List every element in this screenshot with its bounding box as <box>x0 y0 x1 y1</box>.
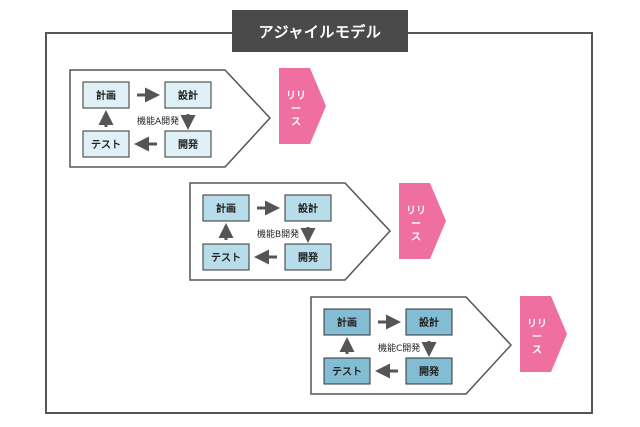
cycle-2-plan-label: 計画 <box>216 202 236 215</box>
cycle-2-design-label: 設計 <box>298 202 318 215</box>
cycle-1-release-line-3: ス <box>291 116 301 128</box>
cycle-2-test-label: テスト <box>211 252 241 264</box>
cycle-1-center-label: 機能A開発 <box>137 115 179 127</box>
cycle-1-plan-label: 計画 <box>96 89 116 102</box>
cycle-3-test-label: テスト <box>332 366 362 378</box>
cycle-1: 計画 設計 テスト 開発 機能A開発 リリ ー ス <box>69 68 326 168</box>
cycle-1-design-box <box>164 81 212 109</box>
cycle-2-test-box <box>202 243 250 271</box>
cycle-1-release-line-2: ー <box>291 104 301 115</box>
cycle-2-develop-box <box>284 243 332 271</box>
cycle-2-release-line-2: ー <box>411 219 421 230</box>
cycle-3-center-label: 機能C開発 <box>378 342 420 354</box>
cycle-2-release-line-3: ス <box>411 231 421 243</box>
cycle-3-plan-label: 計画 <box>337 316 357 329</box>
cycle-1-develop-label: 開発 <box>178 138 199 151</box>
cycle-2: 計画 設計 テスト 開発 機能B開発 リリ ー ス <box>189 182 446 281</box>
cycle-3-release-line-2: ー <box>532 332 542 343</box>
cycle-3-develop-box <box>405 357 453 385</box>
cycle-2-design-box <box>284 194 332 222</box>
cycle-2-plan-box <box>202 194 250 222</box>
cycle-2-release-line-1: リリ <box>406 205 426 217</box>
cycle-3-design-label: 設計 <box>419 316 439 329</box>
cycle-1-plan-box <box>82 81 130 109</box>
cycle-3-release-chevron <box>520 296 567 372</box>
cycle-1-develop-box <box>164 130 212 158</box>
cycle-3-plan-box <box>323 308 371 336</box>
cycle-2-center-label: 機能B開発 <box>257 228 299 240</box>
cycle-2-release-chevron <box>399 183 446 259</box>
cycle-3: 計画 設計 テスト 開発 機能C開発 リリ ー ス <box>310 296 567 395</box>
cycle-1-test-label: テスト <box>91 139 121 151</box>
cycle-1-release-chevron <box>279 68 326 144</box>
cycle-3-test-box <box>323 357 371 385</box>
cycle-1-release-line-1: リリ <box>286 90 306 102</box>
cycle-1-test-box <box>82 130 130 158</box>
cycle-1-design-label: 設計 <box>178 89 198 102</box>
cycle-2-develop-label: 開発 <box>298 251 319 264</box>
cycle-3-design-box <box>405 308 453 336</box>
cycle-3-develop-label: 開発 <box>419 365 440 378</box>
cycle-3-release-line-1: リリ <box>527 318 547 330</box>
diagram-title: アジャイルモデル <box>232 10 408 52</box>
cycle-3-release-line-3: ス <box>532 344 542 356</box>
